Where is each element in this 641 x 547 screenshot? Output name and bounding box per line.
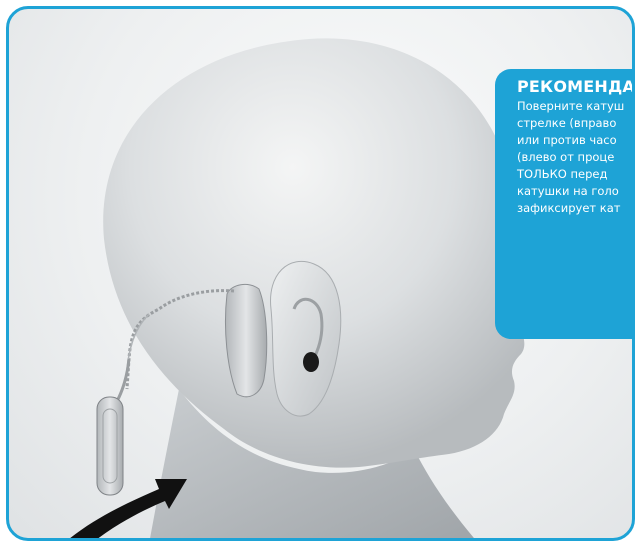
- callout-title: РЕКОМЕНДА: [517, 77, 635, 96]
- callout-line: (влево от проце: [517, 149, 635, 166]
- callout-line: стрелке (вправо: [517, 115, 635, 132]
- ear-canal: [303, 352, 319, 372]
- callout-line: катушки на голо: [517, 183, 635, 200]
- callout-line: зафиксирует кат: [517, 200, 635, 217]
- illustration-frame: РЕКОМЕНДА Поверните катуш стрелке (вправ…: [6, 6, 635, 541]
- coil-body: [97, 397, 123, 495]
- callout-line: ТОЛЬКО перед: [517, 166, 635, 183]
- callout-line: или против часо: [517, 132, 635, 149]
- callout-line: Поверните катуш: [517, 98, 635, 115]
- recommendation-callout: РЕКОМЕНДА Поверните катуш стрелке (вправ…: [495, 69, 635, 339]
- callout-text: Поверните катуш стрелке (вправо или прот…: [517, 98, 635, 217]
